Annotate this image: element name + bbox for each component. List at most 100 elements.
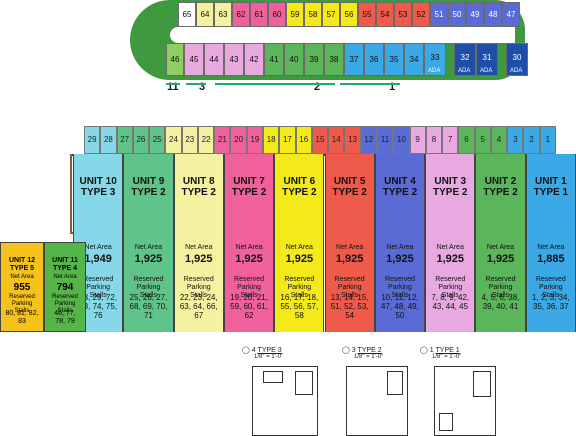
building-stall-13: 13	[344, 126, 361, 154]
unit-8-name: UNIT 8	[182, 176, 215, 187]
unit-1-stalls: 1, 2, 3, 34, 35, 36, 37	[531, 293, 570, 311]
building-stall-25: 25	[149, 126, 166, 154]
unit-1-net-area-label: Net Area	[537, 244, 565, 251]
bottom-stall-38: 38	[324, 43, 344, 76]
unit-8-net-area: 1,925	[184, 253, 213, 265]
plan-type3-scale: 1/8" = 1'-0"	[254, 354, 284, 360]
section-number-3: 3	[199, 81, 206, 93]
unit-9-stalls: 25, 26, 27, 68, 69, 70, 71	[129, 293, 168, 320]
bottom-stall-36: 36	[364, 43, 384, 76]
building-stall-19: 19	[246, 126, 264, 154]
unit-6-net-area-label: Net Area	[285, 244, 313, 251]
building-stall-2: 2	[523, 126, 540, 154]
unit-10-name: UNIT 10	[79, 176, 117, 187]
bottom-stall-44: 44	[204, 43, 224, 76]
unit-11[interactable]: UNIT 11 TYPE 4 Net Area 794 Reserved Par…	[44, 242, 86, 332]
unit-12-reserved-label: Reserved Parking Stalls	[9, 294, 35, 314]
section-number-11: 11	[167, 81, 179, 93]
unit-1-net-area: 1,885	[537, 253, 565, 265]
unit-8-type: TYPE 2	[181, 187, 216, 198]
building-stall-3: 3	[507, 126, 524, 154]
unit-6-stalls: 16, 17, 18, 55, 56, 57, 58	[280, 293, 319, 320]
top-stall-55: 55	[358, 2, 376, 27]
top-stall-64: 64	[196, 2, 214, 27]
ada-label: ADA	[458, 68, 471, 74]
top-stall-47: 47	[502, 2, 520, 27]
plan-type1-scale: 1/8" = 1'-0"	[432, 354, 462, 360]
unit-11-stalls: 46, 77, 78, 79	[54, 310, 76, 325]
section-bracket-3	[186, 83, 206, 85]
bottom-stall-35: 35	[384, 43, 404, 76]
top-stall-60: 60	[268, 2, 286, 27]
top-stall-56: 56	[340, 2, 358, 27]
floorplan-type1	[434, 366, 496, 436]
top-stall-49: 49	[466, 2, 484, 27]
unit-6-net-area: 1,925	[285, 253, 314, 265]
building-stall-23: 23	[181, 126, 198, 154]
bottom-stall-46: 46	[166, 43, 184, 76]
unit-12[interactable]: UNIT 12 TYPE 5 Net Area 955 Reserved Par…	[0, 242, 44, 332]
unit-2-net-area-label: Net Area	[486, 244, 515, 251]
ada-label: ADA	[480, 68, 493, 74]
unit-11-net-area-label: Net Area	[53, 274, 77, 280]
unit-2-name: UNIT 2	[484, 176, 517, 187]
building-stall-28: 28	[100, 126, 117, 154]
unit-12-net-area: 955	[13, 282, 31, 293]
unit-1-name: UNIT 1	[535, 176, 567, 187]
building-stall-26: 26	[132, 126, 150, 154]
unit-6-reserved-label: Reserved Parking Stalls	[284, 276, 315, 299]
building-stall-24: 24	[165, 126, 182, 154]
unit-3-reserved-label: Reserved Parking Stalls	[435, 276, 466, 299]
building-stall-16: 16	[295, 126, 312, 154]
building-stall-8: 8	[425, 126, 443, 154]
building-stall-12: 12	[360, 126, 377, 154]
unit-3-type: TYPE 2	[433, 187, 468, 198]
top-stall-53: 53	[394, 2, 412, 27]
unit-5-type: TYPE 2	[332, 187, 367, 198]
unit-10-stalls: 28, 29, 72, 73, 74, 75, 76	[79, 293, 118, 320]
section-bracket-2	[215, 83, 335, 85]
unit-7-name: UNIT 7	[233, 176, 265, 187]
building-stall-11: 11	[376, 126, 394, 154]
building-stall-20: 20	[230, 126, 247, 154]
top-stall-62: 62	[232, 2, 250, 27]
unit-2-type: TYPE 2	[483, 187, 518, 198]
unit-7-type: TYPE 2	[231, 187, 267, 198]
unit-7-stalls: 19, 20, 21, 59, 60, 61, 62	[230, 293, 268, 320]
section-number-2: 2	[314, 81, 321, 93]
unit-4-net-area: 1,925	[386, 253, 414, 265]
ada-label: ADA	[428, 68, 441, 74]
bottom-stall-45: 45	[184, 43, 204, 76]
building-stall-1: 1	[539, 126, 556, 154]
unit-12-stalls: 80, 81, 82, 83	[5, 310, 39, 325]
bottom-stall-42: 42	[244, 43, 264, 76]
unit-4-name: UNIT 4	[384, 176, 416, 187]
unit-1-reserved-label: Reserved Parking Stalls	[535, 276, 566, 299]
unit-7-net-area: 1,925	[235, 253, 263, 265]
unit-8-net-area-label: Net Area	[185, 244, 213, 251]
unit-11-type: TYPE 4	[52, 265, 78, 272]
unit-3-stalls: 7, 8, 9, 42, 43, 44, 45	[431, 293, 470, 311]
top-stall-50: 50	[448, 2, 466, 27]
building-stall-15: 15	[311, 126, 329, 154]
unit-12-net-area-label: Net Area	[10, 274, 34, 280]
floorplan-type2	[346, 366, 408, 436]
section-bracket-11	[166, 83, 180, 85]
top-stall-59: 59	[286, 2, 304, 27]
unit-6-name: UNIT 6	[283, 176, 316, 187]
building-stall-29: 29	[84, 126, 101, 154]
